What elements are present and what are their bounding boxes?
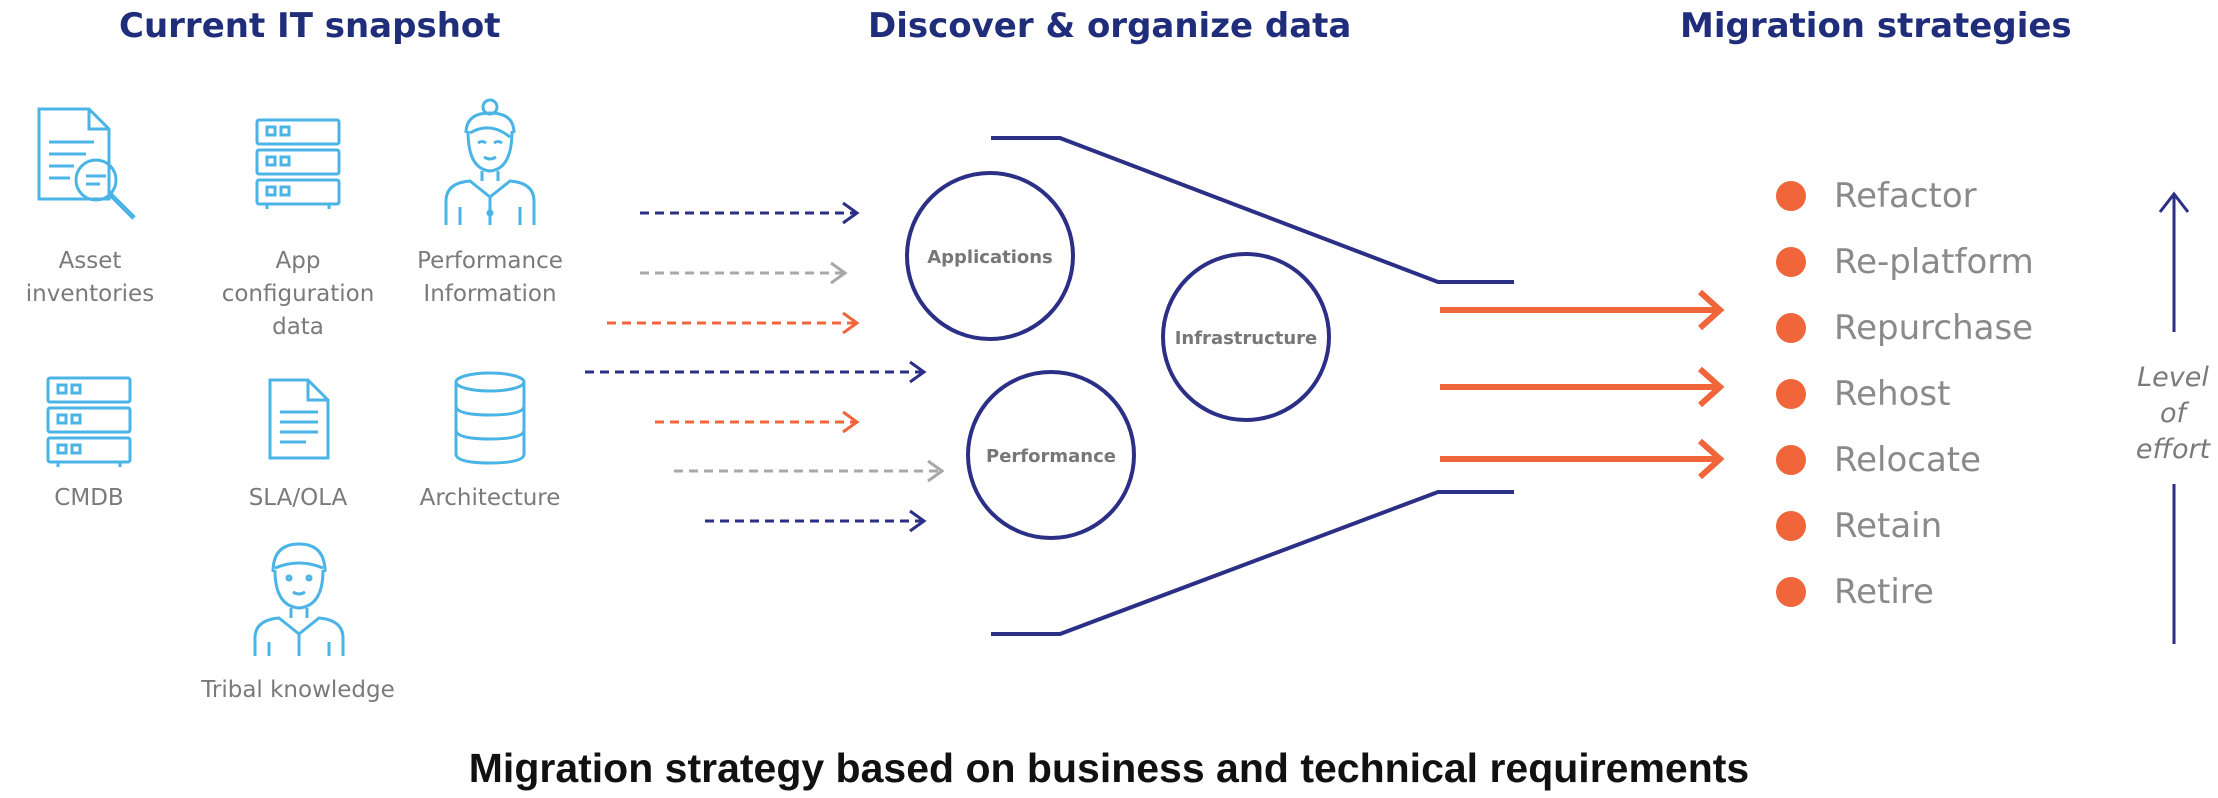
bullet-dot [1776,511,1806,541]
strategy-item-repurchase: Repurchase [1776,298,2033,358]
performance-circle [966,370,1136,540]
label-performance-information-line-2: Information [423,281,557,307]
funnel-top-line [991,136,1514,284]
level-of-effort-line-2: of [2159,398,2187,429]
funnel-bottom-line [991,490,1514,636]
level-of-effort-line-1: Level [2137,362,2209,393]
input-arrow [585,360,927,384]
input-arrow [655,410,860,434]
label-app-configuration-line-2: configuration [221,281,375,307]
strategy-label: Relocate [1834,440,1982,480]
strategy-label: Retain [1834,506,1943,546]
input-arrow [674,459,945,483]
heading-migration-strategies: Migration strategies [1680,6,2072,46]
label-architecture: Architecture [419,485,561,511]
output-arrow [1440,289,1725,331]
output-arrow [1440,366,1725,408]
heading-discover-organize-data: Discover & organize data [868,6,1352,46]
strategy-label: Repurchase [1834,308,2034,348]
strategy-label: Rehost [1834,374,1951,414]
label-sla-ola: SLA/OLA [248,485,348,511]
strategy-item-refactor: Refactor [1776,166,1977,226]
label-app-configuration-line-1: App [275,248,321,274]
label-app-configuration-line-3: data [272,314,324,340]
server-icon [46,376,132,467]
label-app-configuration-data: App configuration data [218,245,378,344]
bullet-dot [1776,313,1806,343]
input-arrow [705,509,927,533]
infrastructure-label: Infrastructure [1175,328,1318,349]
level-of-effort-label: Level of effort [2128,360,2218,468]
label-performance-information: Performance Information [410,245,570,311]
performance-label: Performance [986,446,1116,467]
label-performance-information-line-1: Performance [417,248,563,274]
strategy-label: Refactor [1834,176,1977,216]
strategy-item-relocate: Relocate [1776,430,1981,490]
strategy-label: Retire [1834,572,1934,612]
server-icon [255,118,341,209]
person-male-icon [253,542,345,656]
label-tribal-knowledge: Tribal knowledge [201,677,395,703]
bullet-dot [1776,445,1806,475]
label-cmdb: CMDB [54,485,124,511]
document-search-icon [37,107,136,220]
input-arrow [607,311,860,335]
strategy-label: Re-platform [1834,242,2034,282]
footer-caption: Migration strategy based on business and… [468,745,1750,791]
strategy-item-retain: Retain [1776,496,1942,556]
bullet-dot [1776,181,1806,211]
bullet-dot [1776,247,1806,277]
heading-current-it-snapshot: Current IT snapshot [119,6,501,46]
level-of-effort-arrow [2158,191,2190,644]
applications-label: Applications [927,247,1053,268]
applications-circle [905,171,1075,341]
input-arrow [640,201,860,225]
output-arrow [1440,438,1725,480]
bullet-dot [1776,577,1806,607]
strategy-item-rehost: Rehost [1776,364,1950,424]
strategy-item-re-platform: Re-platform [1776,232,2034,292]
input-arrow [640,261,848,285]
document-icon [268,378,330,460]
level-of-effort-line-3: effort [2135,434,2211,465]
infrastructure-circle [1161,252,1331,422]
person-female-icon [444,98,536,225]
bullet-dot [1776,379,1806,409]
label-asset-inventories: Asset inventories [25,248,155,307]
database-icon [454,371,526,465]
strategy-item-retire: Retire [1776,562,1934,622]
